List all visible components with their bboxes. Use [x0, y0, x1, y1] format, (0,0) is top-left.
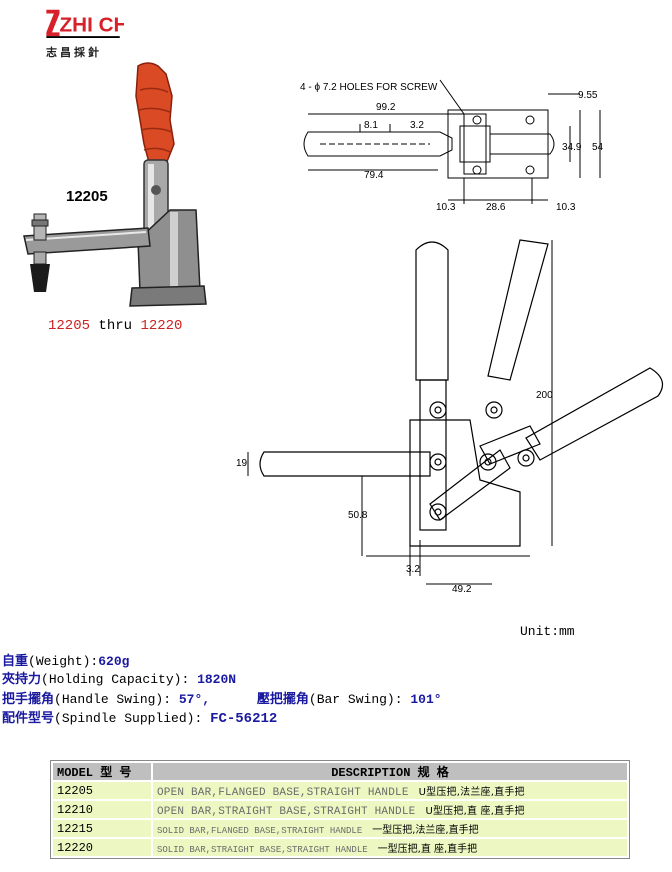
- model-table: MODEL 型 号 DESCRIPTION 规 格 12205 OPEN BAR…: [50, 760, 630, 859]
- product-photo: [23, 62, 207, 307]
- dim-10-3-left: 10.3: [436, 202, 456, 213]
- cell-description: OPEN BAR,FLANGED BASE,STRAIGHT HANDLE U型压…: [153, 782, 627, 799]
- spec-spindle-en: (Spindle Supplied):: [54, 711, 203, 726]
- header-description: DESCRIPTION 规 格: [153, 763, 627, 780]
- dim-19: 19: [236, 458, 248, 469]
- cell-model: 12205: [53, 782, 151, 799]
- cell-model: 12215: [53, 820, 151, 837]
- spec-handle-en: (Handle Swing):: [54, 692, 172, 707]
- table-row: 12220 SOLID BAR,STRAIGHT BASE,STRAIGHT H…: [53, 839, 627, 856]
- spec-handle-value: 57°,: [178, 692, 211, 707]
- dim-200: 200: [536, 390, 553, 401]
- cell-model: 12210: [53, 801, 151, 818]
- spec-handle-cn: 把手擺角: [2, 692, 55, 707]
- table-row: 12210 OPEN BAR,STRAIGHT BASE,STRAIGHT HA…: [53, 801, 627, 818]
- dim-holes-note: 4 - ϕ 7.2 HOLES FOR SCREW: [300, 82, 438, 93]
- table-header-row: MODEL 型 号 DESCRIPTION 规 格: [53, 763, 627, 780]
- dim-8-1: 8.1: [364, 120, 378, 131]
- desc-cn: 一型压把,法兰座,直手把: [372, 825, 479, 836]
- top-view-drawing: 4 - ϕ 7.2 HOLES FOR SCREW 99.2 9.55 8.1 …: [300, 79, 604, 213]
- spec-weight-en: (Weight):: [28, 654, 99, 669]
- dim-79-4: 79.4: [364, 170, 384, 181]
- dim-3-2-top: 3.2: [410, 120, 424, 131]
- spec-weight-value: 620g: [98, 654, 130, 669]
- dim-54: 54: [592, 142, 604, 153]
- table-row: 12205 OPEN BAR,FLANGED BASE,STRAIGHT HAN…: [53, 782, 627, 799]
- spec-capacity-value: 1820N: [197, 672, 237, 687]
- dim-3-2-side: 3.2: [406, 564, 420, 575]
- logo-brand-text: ZHI CHANG: [60, 13, 124, 36]
- desc-cn: U型压把,法兰座,直手把: [418, 786, 525, 798]
- cell-description: SOLID BAR,STRAIGHT BASE,STRAIGHT HANDLE 一…: [153, 839, 627, 856]
- unit-label: Unit:mm: [520, 624, 575, 639]
- range-start: 12205: [48, 318, 91, 334]
- spec-capacity-en: (Holding Capacity):: [41, 672, 190, 687]
- logo-chinese-text: 志昌採針: [46, 46, 102, 59]
- desc-cn: U型压把,直 座,直手把: [425, 805, 525, 817]
- spec-spindle-cn: 配件型号: [2, 711, 55, 726]
- desc-en: SOLID BAR,STRAIGHT BASE,STRAIGHT HANDLE: [157, 845, 368, 855]
- photo-model-label: 12205: [66, 188, 108, 205]
- dim-99-2: 99.2: [376, 102, 396, 113]
- desc-cn: 一型压把,直 座,直手把: [377, 844, 478, 855]
- dim-49-2: 49.2: [452, 584, 472, 595]
- dim-34-9: 34.9: [562, 142, 582, 153]
- dim-9-55: 9.55: [578, 90, 598, 101]
- spec-bar-en: (Bar Swing):: [308, 692, 403, 707]
- header-model: MODEL 型 号: [53, 763, 151, 780]
- spec-spindle: 配件型号(Spindle Supplied): FC-56212: [2, 707, 277, 727]
- dim-50-8: 50.8: [348, 510, 368, 521]
- cell-description: SOLID BAR,FLANGED BASE,STRAIGHT HANDLE 一型…: [153, 820, 627, 837]
- spec-weight-cn: 自重: [2, 654, 29, 669]
- table-row: 12215 SOLID BAR,FLANGED BASE,STRAIGHT HA…: [53, 820, 627, 837]
- spec-bar-value: 101°: [410, 692, 442, 707]
- range-end: 12220: [140, 318, 183, 334]
- range-mid: thru: [90, 318, 141, 334]
- spec-weight: 自重(Weight):620g: [2, 650, 129, 669]
- spec-capacity-cn: 夾持力: [2, 672, 42, 687]
- spec-capacity: 夾持力(Holding Capacity): 1820N: [2, 668, 236, 687]
- brand-logo: ZHI CHANG: [46, 9, 124, 38]
- desc-en: OPEN BAR,STRAIGHT BASE,STRAIGHT HANDLE: [157, 805, 416, 818]
- spec-spindle-value: FC-56212: [210, 711, 278, 727]
- cell-description: OPEN BAR,STRAIGHT BASE,STRAIGHT HANDLE U型…: [153, 801, 627, 818]
- desc-en: OPEN BAR,FLANGED BASE,STRAIGHT HANDLE: [157, 786, 409, 799]
- spec-bar-cn: 壓把擺角: [256, 692, 309, 707]
- model-range-caption: 12205 thru 12220: [48, 318, 182, 334]
- dim-10-3-right: 10.3: [556, 202, 576, 213]
- cell-model: 12220: [53, 839, 151, 856]
- desc-en: SOLID BAR,FLANGED BASE,STRAIGHT HANDLE: [157, 826, 363, 836]
- dim-28-6: 28.6: [486, 202, 506, 213]
- side-view-drawing: 200 19 50.8 3.2 49.2: [236, 239, 664, 595]
- spec-swing: 把手擺角(Handle Swing): 57°, 壓把擺角(Bar Swing)…: [2, 688, 442, 707]
